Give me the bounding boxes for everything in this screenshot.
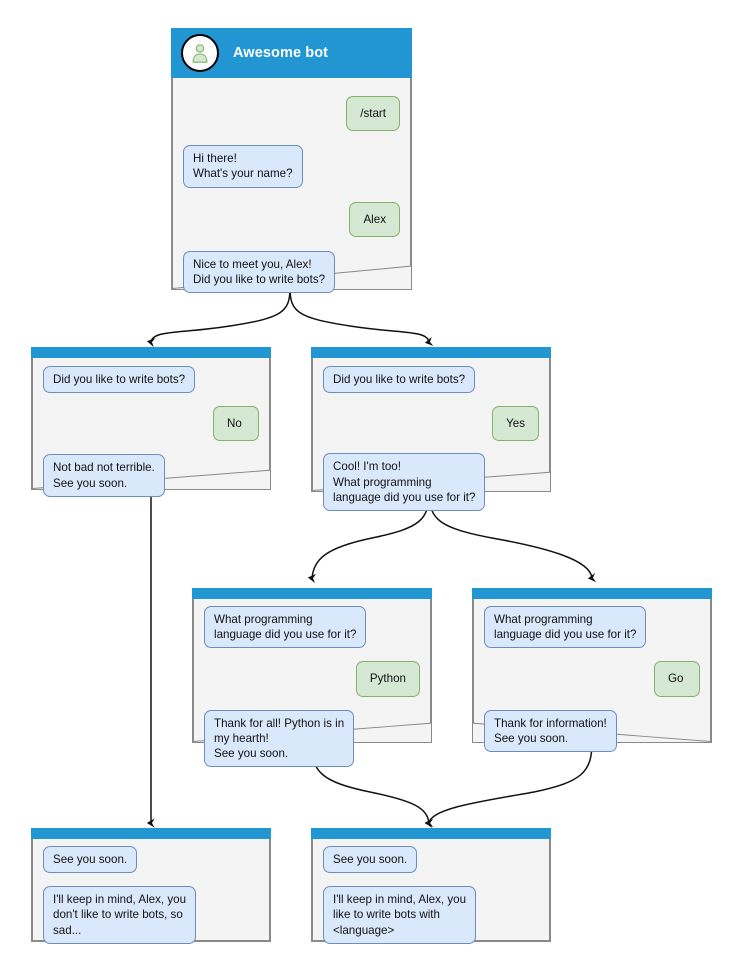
message-row: What programming language did you use fo… [484,606,700,649]
card-end-happy[interactable]: See you soon. I'll keep in mind, Alex, y… [311,828,551,944]
card-no-branch[interactable]: Did you like to write bots? No Not bad n… [31,347,271,497]
card-end-sad-chat: See you soon. I'll keep in mind, Alex, y… [31,839,271,944]
message-row: See you soon. [43,846,259,874]
message-row: No [43,406,259,442]
card-go-branch[interactable]: What programming language did you use fo… [472,588,712,753]
card-root[interactable]: Awesome bot /start Hi there! What's your… [171,28,412,294]
message-row: Cool! I'm too! What programming language… [323,453,539,512]
user-message-name: Alex [349,201,400,237]
connector-go-to-end-happy [424,741,593,829]
card-end-happy-strip [311,828,551,839]
message-row: Thank for all! Python is in my hearth! S… [204,709,420,768]
message-row: Thank for information! See you soon. [484,709,700,753]
message-row: /start [183,96,400,132]
message-row: Alex [183,201,400,237]
card-no-branch-body: Did you like to write bots? No Not bad n… [31,347,271,497]
bot-message-farewell: See you soon. [43,846,138,874]
bot-message-ask-bots: Did you like to write bots? [43,366,196,394]
card-python-branch[interactable]: What programming language did you use fo… [192,588,432,768]
bot-message-keep-in-mind: I'll keep in mind, Alex, you like to wri… [323,886,477,944]
card-yes-branch[interactable]: Did you like to write bots? Yes Cool! I'… [311,347,551,512]
user-message-no: No [213,406,259,442]
card-end-sad[interactable]: See you soon. I'll keep in mind, Alex, y… [31,828,271,944]
bot-message-ask-language: What programming language did you use fo… [484,606,647,649]
message-row: Nice to meet you, Alex! Did you like to … [183,250,400,294]
bot-message-thanks-info: Thank for information! See you soon. [484,709,617,753]
message-row: What programming language did you use fo… [204,606,420,649]
message-row: See you soon. [323,846,539,874]
card-go-branch-strip [472,588,712,599]
user-message-go: Go [654,661,700,697]
card-python-branch-body: What programming language did you use fo… [192,588,432,768]
message-row: Python [204,661,420,697]
message-row: Not bad not terrible. See you soon. [43,454,259,497]
bot-message-ask-language: What programming language did you use fo… [204,606,367,649]
card-yes-branch-body: Did you like to write bots? Yes Cool! I'… [311,347,551,512]
card-end-happy-body: See you soon. I'll keep in mind, Alex, y… [311,828,551,944]
user-message-python: Python [355,661,420,697]
message-row: Yes [323,406,539,442]
person-icon [192,44,208,63]
message-row: Did you like to write bots? [323,366,539,394]
bot-name: Awesome bot [233,45,329,61]
card-no-branch-chat: Did you like to write bots? No Not bad n… [31,358,271,497]
bot-message-ask-bots: Nice to meet you, Alex! Did you like to … [183,250,336,294]
card-root-titlebar: Awesome bot [171,28,412,78]
card-root-chat: /start Hi there! What's your name? Alex … [171,78,412,294]
avatar [181,34,219,72]
bot-message-farewell: Not bad not terrible. See you soon. [43,454,165,497]
card-go-branch-chat: What programming language did you use fo… [472,599,712,753]
user-message-yes: Yes [492,406,539,442]
message-row: Go [484,661,700,697]
card-end-sad-strip [31,828,271,839]
message-row: Hi there! What's your name? [183,145,400,188]
connector-root-to-no [146,287,291,348]
bot-message-thanks-python: Thank for all! Python is in my hearth! S… [204,709,355,768]
card-yes-branch-chat: Did you like to write bots? Yes Cool! I'… [311,358,551,512]
bot-message-ask-language: Cool! I'm too! What programming language… [323,453,486,512]
message-row: Did you like to write bots? [43,366,259,394]
bot-message-ask-bots: Did you like to write bots? [323,366,476,394]
card-no-branch-strip [31,347,271,358]
card-go-branch-body: What programming language did you use fo… [472,588,712,753]
card-end-sad-body: See you soon. I'll keep in mind, Alex, y… [31,828,271,944]
user-message-start: /start [346,96,400,132]
card-python-branch-strip [192,588,432,599]
card-root-body: Awesome bot /start Hi there! What's your… [171,28,412,294]
message-row: I'll keep in mind, Alex, you like to wri… [323,886,539,944]
bot-message-keep-in-mind: I'll keep in mind, Alex, you don't like … [43,886,197,944]
message-row: I'll keep in mind, Alex, you don't like … [43,886,259,944]
bot-message-greeting: Hi there! What's your name? [183,145,303,188]
connector-root-to-yes [289,287,434,346]
card-end-happy-chat: See you soon. I'll keep in mind, Alex, y… [311,839,551,944]
bot-message-farewell: See you soon. [323,846,418,874]
card-python-branch-chat: What programming language did you use fo… [192,599,432,768]
card-yes-branch-strip [311,347,551,358]
